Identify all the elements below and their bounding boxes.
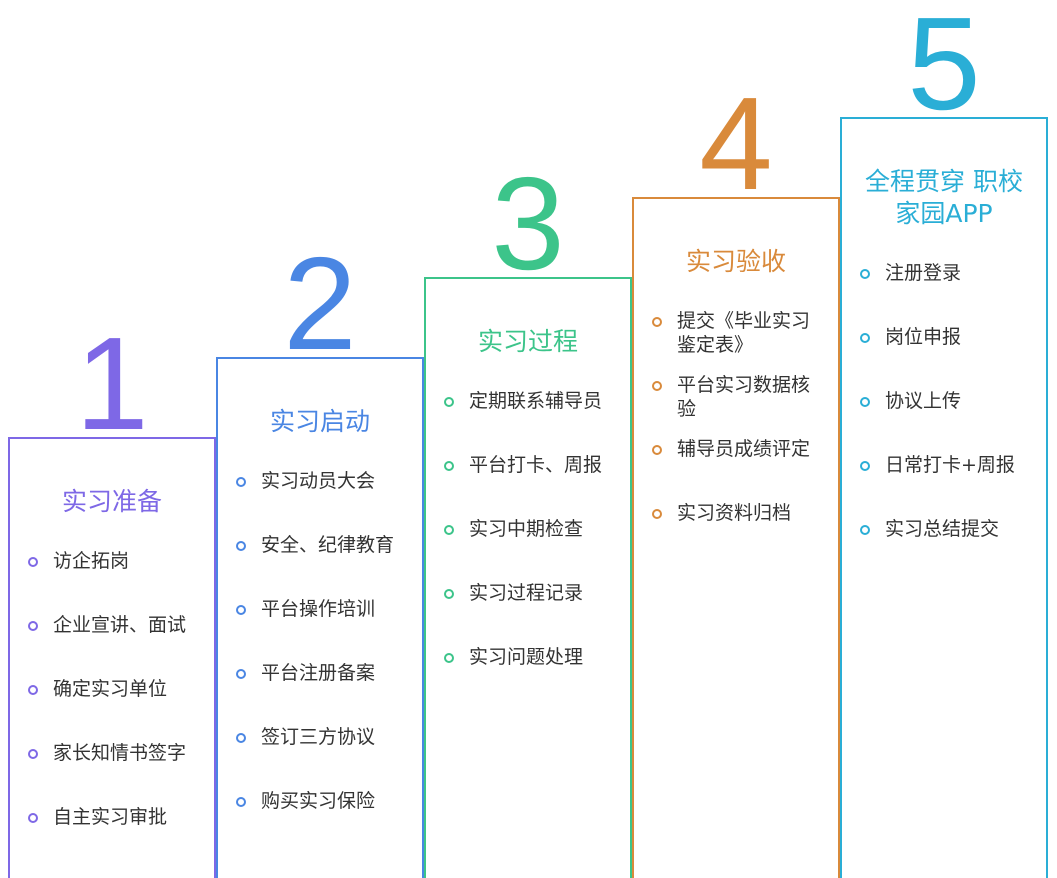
- bullet-icon: [236, 797, 246, 807]
- list-item: 平台注册备案: [218, 661, 422, 725]
- bullet-icon: [236, 669, 246, 679]
- list-item: 辅导员成绩评定: [634, 437, 838, 501]
- bullet-icon: [860, 269, 870, 279]
- bullet-icon: [444, 589, 454, 599]
- list-item: 平台实习数据核验: [634, 373, 838, 437]
- bullet-icon: [444, 525, 454, 535]
- list-item: 实习资料归档: [634, 501, 838, 565]
- bullet-icon: [236, 733, 246, 743]
- bullet-icon: [860, 525, 870, 535]
- list-item: 实习问题处理: [426, 645, 630, 709]
- list-item: 安全、纪律教育: [218, 533, 422, 597]
- step-4-title: 实习验收: [685, 247, 786, 276]
- step-1-title: 实习准备: [61, 487, 162, 516]
- bullet-icon: [652, 509, 662, 519]
- bullet-icon: [444, 397, 454, 407]
- list-item: 实习总结提交: [842, 517, 1046, 581]
- step-4-box: 实习验收 提交《毕业实习鉴定表》 平台实习数据核验 辅导员成绩评定 实习资料归档: [632, 197, 840, 878]
- step-3-number: 3: [491, 150, 565, 297]
- bullet-icon: [28, 621, 38, 631]
- list-item: 日常打卡+周报: [842, 453, 1046, 517]
- bullet-icon: [236, 605, 246, 615]
- step-5-title: 全程贯穿 职校家园APP: [865, 167, 1023, 228]
- step-4-number: 4: [699, 70, 773, 217]
- step-2-box: 实习启动 实习动员大会 安全、纪律教育 平台操作培训 平台注册备案 签订三方协议…: [216, 357, 424, 878]
- bullet-icon: [236, 541, 246, 551]
- step-3-box: 实习过程 定期联系辅导员 平台打卡、周报 实习中期检查 实习过程记录 实习问题处…: [424, 277, 632, 878]
- list-item: 购买实习保险: [218, 789, 422, 853]
- step-2-number: 2: [283, 230, 357, 377]
- bullet-icon: [236, 477, 246, 487]
- bullet-icon: [652, 381, 662, 391]
- bullet-icon: [652, 445, 662, 455]
- bullet-icon: [652, 317, 662, 327]
- step-1-number: 1: [75, 310, 149, 457]
- step-3-title: 实习过程: [477, 327, 578, 356]
- list-item: 家长知情书签字: [10, 741, 214, 805]
- list-item: 企业宣讲、面试: [10, 613, 214, 677]
- list-item: 实习中期检查: [426, 517, 630, 581]
- bullet-icon: [860, 333, 870, 343]
- list-item: 实习过程记录: [426, 581, 630, 645]
- list-item: 注册登录: [842, 261, 1046, 325]
- bullet-icon: [28, 813, 38, 823]
- list-item: 定期联系辅导员: [426, 389, 630, 453]
- step-2-title: 实习启动: [269, 407, 370, 436]
- list-item: 协议上传: [842, 389, 1046, 453]
- bullet-icon: [860, 461, 870, 471]
- list-item: 平台打卡、周报: [426, 453, 630, 517]
- list-item: 确定实习单位: [10, 677, 214, 741]
- bullet-icon: [28, 749, 38, 759]
- list-item: 提交《毕业实习鉴定表》: [634, 309, 838, 373]
- bullet-icon: [444, 461, 454, 471]
- list-item: 岗位申报: [842, 325, 1046, 389]
- list-item: 平台操作培训: [218, 597, 422, 661]
- bullet-icon: [444, 653, 454, 663]
- list-item: 自主实习审批: [10, 805, 214, 869]
- bullet-icon: [28, 557, 38, 567]
- list-item: 访企拓岗: [10, 549, 214, 613]
- list-item: 签订三方协议: [218, 725, 422, 789]
- step-1-box: 实习准备 访企拓岗 企业宣讲、面试 确定实习单位 家长知情书签字 自主实习审批: [8, 437, 216, 878]
- bullet-icon: [28, 685, 38, 695]
- step-5-number: 5: [907, 0, 981, 137]
- bullet-icon: [860, 397, 870, 407]
- step-5-box: 全程贯穿 职校家园APP 注册登录 岗位申报 协议上传 日常打卡+周报 实习总结…: [840, 117, 1048, 878]
- list-item: 实习动员大会: [218, 469, 422, 533]
